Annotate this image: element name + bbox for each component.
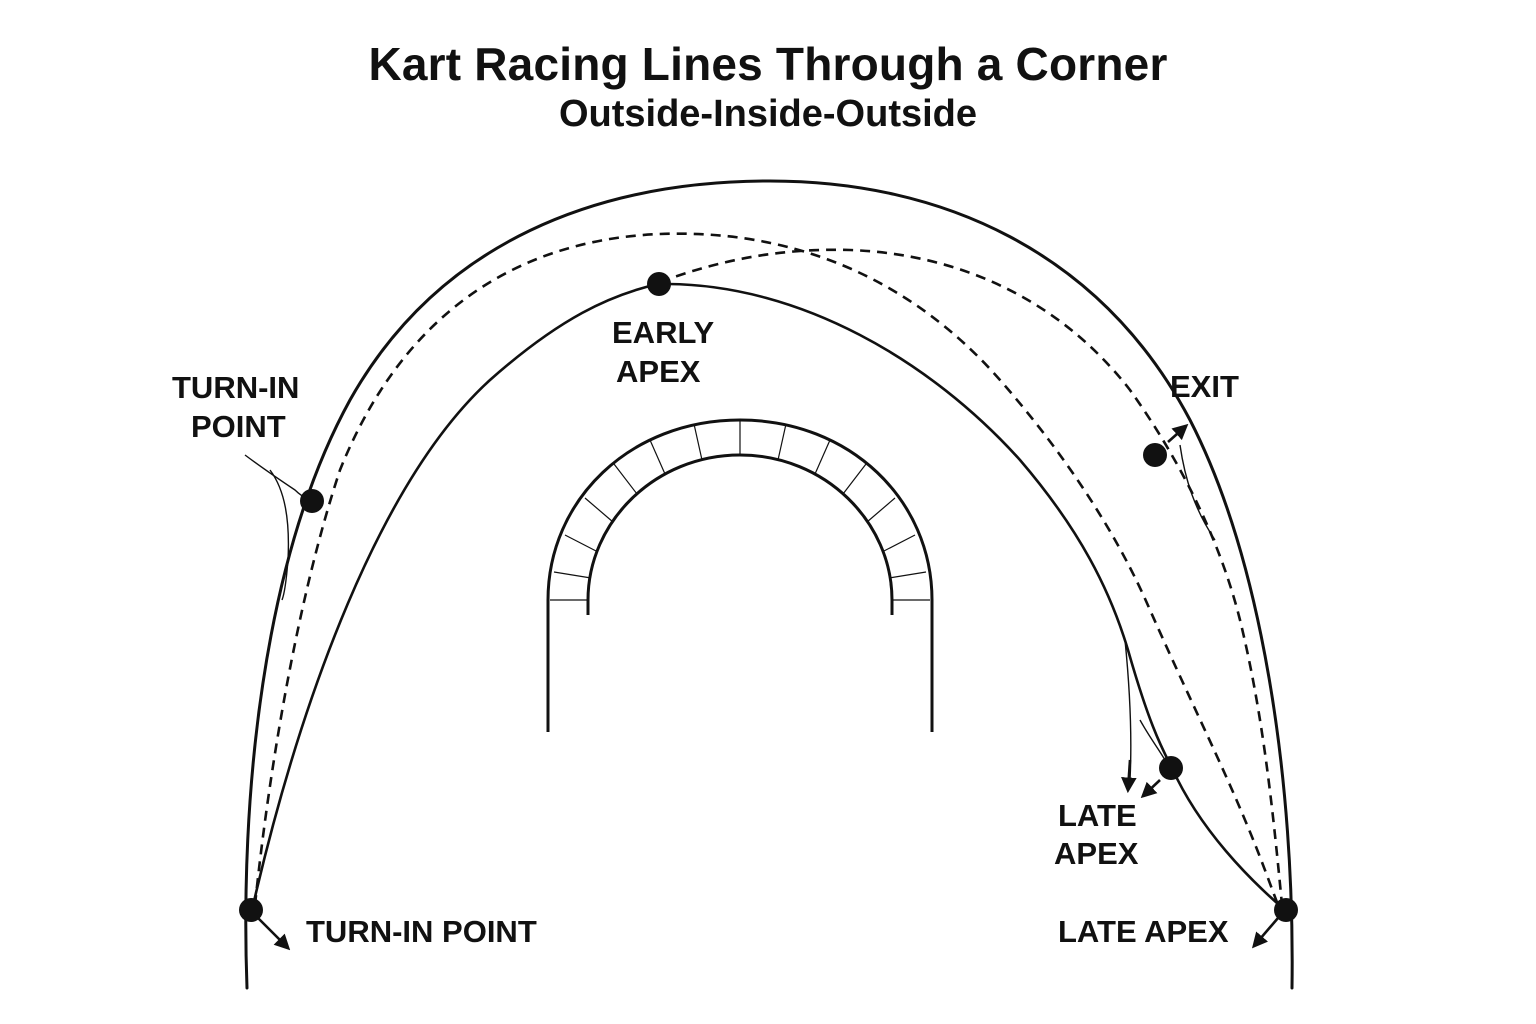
turn-in-top-label-line2: POINT (191, 409, 286, 444)
turn-in-leader-curve (269, 469, 290, 601)
late-apex-mid-label-line2: APEX (1054, 836, 1139, 871)
late-apex-bottom-label: LATE APEX (1058, 914, 1229, 949)
ideal-line-dashed (253, 232, 1282, 911)
track-outer-edge (244, 179, 1294, 990)
late-apex-mid-marker (1159, 756, 1183, 780)
early-apex-marker (647, 272, 671, 296)
late-apex-mid-label-line1: LATE (1058, 798, 1137, 833)
exit-arrow (1167, 423, 1189, 443)
turn-in-bottom-arrow (257, 917, 291, 951)
diagram-subtitle: Outside-Inside-Outside (558, 93, 978, 135)
late-apex-leader-arrow (1121, 759, 1137, 794)
early-apex-label-line1: EARLY (612, 315, 715, 350)
inner-curb (546, 418, 934, 732)
late-apex-bottom-arrow (1251, 917, 1279, 949)
diagram-title: Kart Racing Lines Through a Corner (368, 38, 1168, 90)
turn-in-leader (244, 454, 311, 501)
turn-in-bottom-label: TURN-IN POINT (306, 914, 537, 949)
late-apex-leader-2 (1139, 719, 1166, 761)
turn-in-bottom-marker (239, 898, 263, 922)
exit-label: EXIT (1170, 369, 1239, 404)
early-apex-label-line2: APEX (616, 354, 701, 389)
early-apex-line (250, 282, 660, 912)
late-apex-mid-arrow (1140, 779, 1161, 799)
turn-in-top-label-line1: TURN-IN (172, 370, 299, 405)
late-apex-bottom-marker (1274, 898, 1298, 922)
late-line-dashed (659, 248, 1284, 906)
turn-in-top-marker (300, 489, 324, 513)
exit-leader (1179, 444, 1216, 541)
early-apex-exit-line (666, 282, 1287, 912)
exit-marker (1143, 443, 1167, 467)
